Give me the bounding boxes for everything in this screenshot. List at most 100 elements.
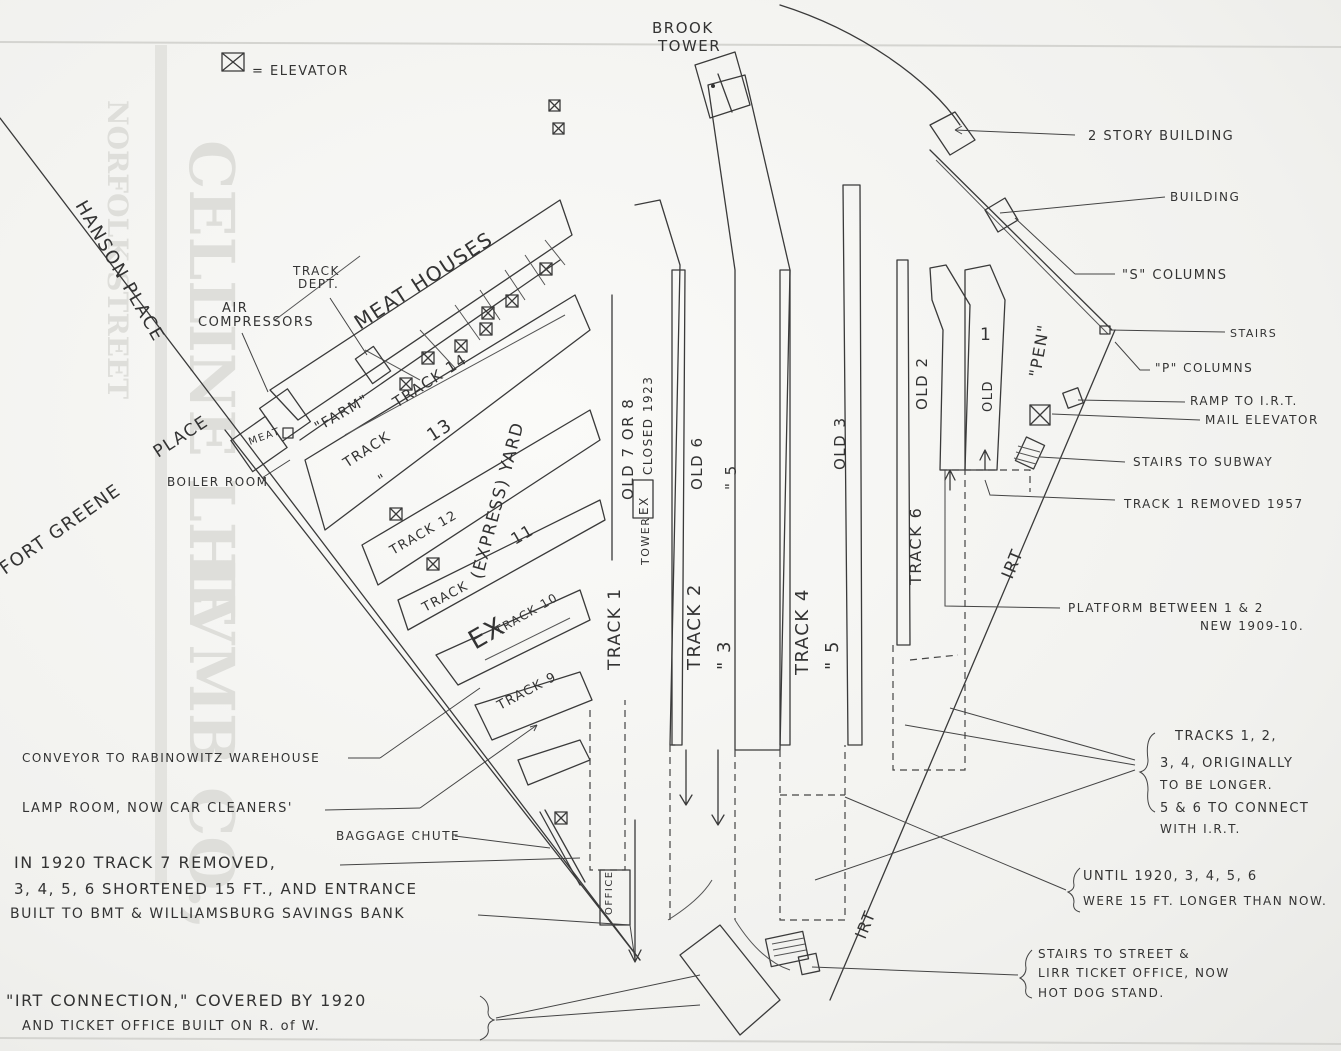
elevators <box>282 99 1051 825</box>
fold-line <box>0 1037 1341 1045</box>
track-13-ditto: " <box>375 471 390 489</box>
pen-label: "PEN" <box>1025 322 1053 378</box>
in-1920-label-3: BUILT TO BMT & WILLIAMSBURG SAVINGS BANK <box>10 906 405 922</box>
s-columns-label: "S" COLUMNS <box>1122 268 1227 283</box>
lamp-room-label: LAMP ROOM, NOW CAR CLEANERS' <box>22 801 293 816</box>
track-11-prefix: TRACK <box>419 579 471 616</box>
ex-tower-box-label: EX <box>637 496 651 515</box>
watermark-text-2: LVMB CO., <box>175 560 248 930</box>
two-story-building-label: 2 STORY BUILDING <box>1088 129 1234 144</box>
office-box <box>599 869 631 926</box>
left-annotations: CONVEYOR TO RABINOWITZ WAREHOUSE LAMP RO… <box>6 687 701 1041</box>
in-1920-label-2: 3, 4, 5, 6 SHORTENED 15 FT., AND ENTRANC… <box>14 880 417 898</box>
legend-elevator-label: = ELEVATOR <box>252 64 349 79</box>
track-13-prefix: TRACK <box>340 429 394 472</box>
tower-label-1: BROOK <box>652 19 714 37</box>
building-label: BUILDING <box>1170 190 1240 204</box>
elevator-icon <box>221 52 245 72</box>
boiler-room-label: BOILER ROOM <box>167 475 269 489</box>
track-9-label: TRACK 9 <box>494 669 560 714</box>
old-2-label: OLD 2 <box>913 356 931 410</box>
air-compressors-leader <box>241 332 269 393</box>
track-5-label: " 5 <box>822 640 843 670</box>
building-box <box>984 197 1019 233</box>
stairs-to-subway-label: STAIRS TO SUBWAY <box>1133 455 1273 469</box>
express-yard-label: (EXPRESS) YARD <box>468 420 529 582</box>
old-1-number-label: 1 <box>980 325 992 345</box>
track-1-removed-label: TRACK 1 REMOVED 1957 <box>1123 497 1304 511</box>
until-1920-label-2: WERE 15 FT. LONGER THAN NOW. <box>1083 894 1327 908</box>
elevator-icon <box>554 811 568 825</box>
p-columns-label: "P" COLUMNS <box>1155 361 1253 375</box>
tracks-longer-label-1: TRACKS 1, 2, <box>1174 729 1277 744</box>
farm-label: "FARM" <box>312 392 372 436</box>
track-2-label: TRACK 2 <box>684 583 705 671</box>
track-4-label: TRACK 4 <box>792 588 813 676</box>
tower-label: TOWER <box>639 517 652 566</box>
tracks-longer-label-2: 3, 4, ORIGINALLY <box>1160 756 1293 771</box>
baggage-chute-line <box>539 811 581 886</box>
irt-connection-label-1: "IRT CONNECTION," COVERED BY 1920 <box>6 991 367 1010</box>
track-dept-leader <box>329 297 368 356</box>
legend: = ELEVATOR <box>221 52 349 79</box>
brook-tower: BROOK TOWER <box>652 19 751 119</box>
fort-greene-label: FORT GREENE <box>0 480 125 579</box>
tracks-longer-label-4: 5 & 6 TO CONNECT <box>1160 801 1309 816</box>
track-3-label: " 3 <box>714 640 735 670</box>
main-platforms: TRACK 1 OLD 7 OR 8 EX TOWER CLOSED 1923 … <box>589 74 1053 963</box>
old-1-old-label: OLD <box>981 380 996 412</box>
watermark-text-1: CELLINE LHE <box>175 140 248 628</box>
air-compressors-label-2: COMPRESSORS <box>198 315 314 330</box>
stairs-street-label-1: STAIRS TO STREET & <box>1038 947 1190 961</box>
express-yard: TRACK 14 13 TRACK " TRACK 12 11 TRACK TR… <box>304 294 606 786</box>
irt-lower-label: IRT <box>851 908 879 942</box>
elevator-icon <box>548 99 561 112</box>
until-1920-label-1: UNTIL 1920, 3, 4, 5, 6 <box>1083 869 1258 884</box>
irt-connection-label-2: AND TICKET OFFICE BUILT ON R. of W. <box>22 1019 320 1034</box>
elevator-icon <box>539 262 553 276</box>
meat-label: MEAT <box>247 426 282 448</box>
station-outline <box>0 4 1116 1001</box>
boiler-room-leader <box>261 459 291 479</box>
elevator-icon <box>479 322 493 336</box>
closed-1923-label: CLOSED 1923 <box>641 376 655 475</box>
stairs-street-label-2: LIRR TICKET OFFICE, NOW <box>1038 966 1230 980</box>
right-annotations: 2 STORY BUILDING BUILDING "S" COLUMNS ST… <box>811 125 1327 1000</box>
mail-elevator-icon <box>1029 404 1051 426</box>
stairs-label: STAIRS <box>1230 327 1277 340</box>
track-dept-label-2: DEPT. <box>298 277 339 291</box>
platform-label-1: PLATFORM BETWEEN 1 & 2 <box>1068 601 1264 615</box>
ticket-stairs-icon <box>764 930 821 976</box>
track-6-label: TRACK 6 <box>906 507 925 586</box>
tracks-longer-label-5: WITH I.R.T. <box>1160 822 1241 836</box>
baggage-chute-label: BAGGAGE CHUTE <box>336 829 460 843</box>
elevator-icon <box>552 122 565 135</box>
track-dept-label-1: TRACK <box>292 264 340 278</box>
elevator-icon <box>454 339 468 353</box>
mail-elevator-label: MAIL ELEVATOR <box>1205 413 1319 427</box>
office-label: OFFICE <box>604 870 615 915</box>
elevator-icon <box>389 507 403 521</box>
old-7-or-8-label: OLD 7 OR 8 <box>619 398 637 500</box>
streets: HANSON PLACE FORT GREENE PLACE IRT IRT <box>0 197 1028 941</box>
ramp-label: RAMP TO I.R.T. <box>1190 394 1298 408</box>
irt-connection-box <box>679 924 781 1036</box>
fold-line <box>0 41 1341 48</box>
track-dept-box <box>354 345 392 385</box>
watermark: CELLINE LHE LVMB CO., NORFOLK STREET <box>101 45 248 930</box>
right-buildings: OFFICE <box>539 111 1111 1036</box>
meat-box <box>230 415 288 473</box>
ramp-box <box>1062 387 1084 409</box>
two-story-building <box>929 111 976 156</box>
elevator-icon <box>481 306 495 320</box>
track-1-label: TRACK 1 <box>605 587 625 671</box>
ex-tower-box <box>632 479 654 519</box>
elevator-icon <box>505 294 519 308</box>
platform-label-2: NEW 1909-10. <box>1200 619 1304 633</box>
tower-label-2: TOWER <box>657 37 721 55</box>
old-6-5-label: " 5 <box>722 464 740 490</box>
old-6-label: OLD 6 <box>688 436 706 490</box>
old-3-label: OLD 3 <box>831 416 849 470</box>
elevator-icon <box>426 557 440 571</box>
